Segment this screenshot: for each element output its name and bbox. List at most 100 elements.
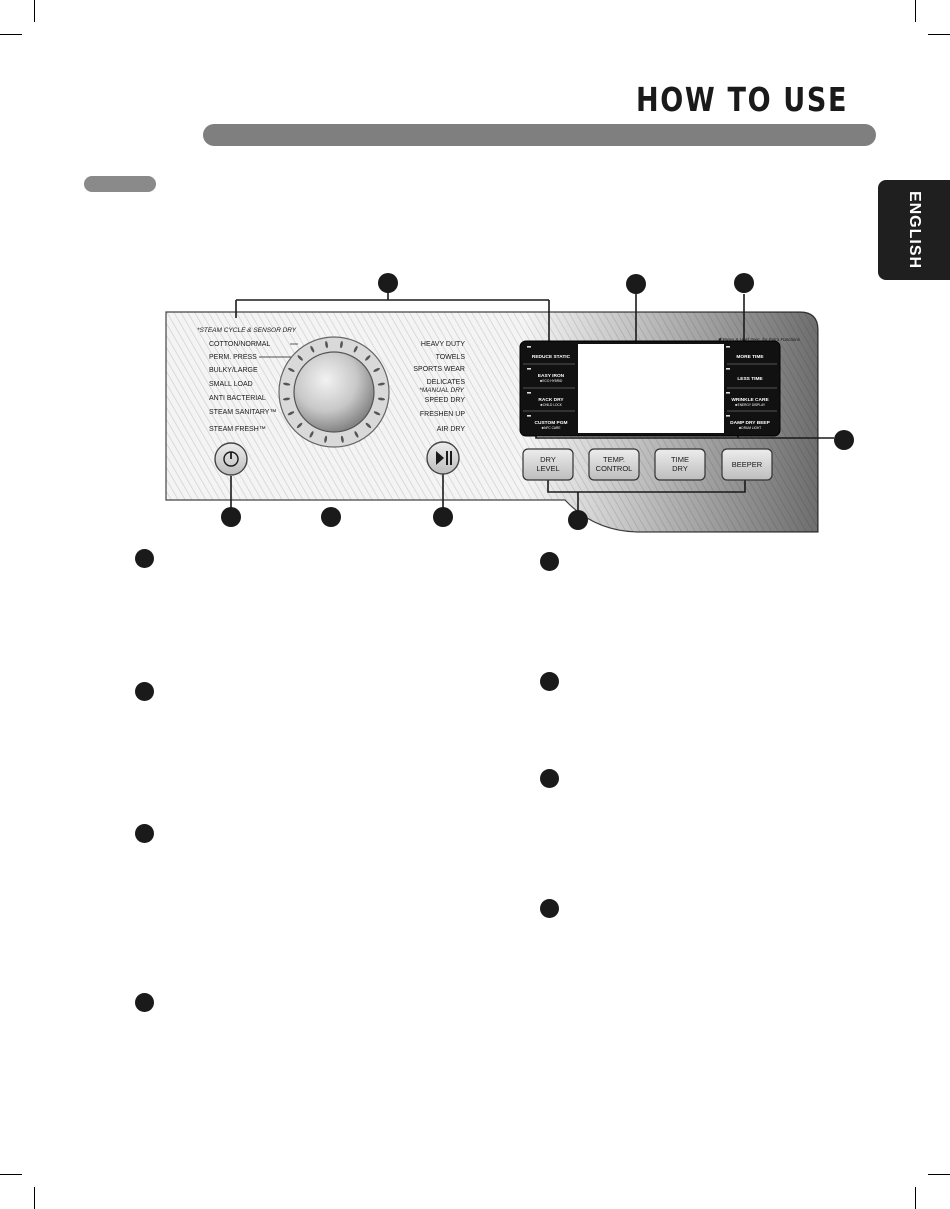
dial-indicator-light <box>287 411 295 416</box>
option-button-label: RACK DRY <box>538 397 564 403</box>
power-icon <box>223 451 239 467</box>
crop-mark <box>928 1174 950 1175</box>
control-button-label: CONTROL <box>596 464 633 473</box>
dial-indicator-light <box>282 397 291 401</box>
cycle-label-right[interactable]: AIR DRY <box>437 426 466 433</box>
description-number-marker <box>135 993 154 1012</box>
option-indicator-light <box>726 415 730 417</box>
option-indicator-light <box>527 392 531 394</box>
dial-indicator-light <box>297 355 303 361</box>
dial-indicator-light <box>310 345 315 353</box>
option-buttons-left: REDUCE STATIC EASY IRON✱ECO HYBRID RACK DR… <box>527 346 571 430</box>
callout-marker <box>568 510 588 530</box>
section-header-bar <box>203 124 876 146</box>
control-panel-diagram: *STEAM CYCLE & SENSOR DRY *MANUAL DRY ✱ … <box>165 273 854 533</box>
control-button-label: DRY <box>540 455 556 464</box>
cycle-label-left[interactable]: STEAM SANITARY™ <box>209 409 276 416</box>
description-number-marker <box>540 552 559 571</box>
crop-mark <box>915 1187 916 1209</box>
play-pause-icon <box>436 451 452 465</box>
description-number-marker <box>540 769 559 788</box>
subsection-pill <box>84 176 156 192</box>
option-button-sublabel: ✱CHILD LOCK <box>540 403 563 407</box>
cycle-label-right[interactable]: TOWELS <box>436 354 466 361</box>
option-button[interactable]: DAMP DRY BEEP✱DRUM LIGHT <box>726 415 771 430</box>
cycle-label-right[interactable]: SPORTS WEAR <box>413 366 465 373</box>
control-button-label: LEVEL <box>536 464 559 473</box>
dial-indicator-ring <box>282 341 386 443</box>
option-button-label: DAMP DRY BEEP <box>730 420 770 426</box>
cycle-label-left[interactable]: BULKY/LARGE <box>209 367 258 374</box>
dial-knob <box>293 351 375 433</box>
cycle-dial[interactable] <box>278 336 390 448</box>
cycle-label-left[interactable]: COTTON/NORMAL <box>209 341 270 348</box>
control-button-label: BEEPER <box>732 460 763 469</box>
dial-indicator-light <box>377 382 385 386</box>
display-screen <box>578 344 724 433</box>
dial-indicator-light <box>325 341 328 349</box>
cycle-label-left[interactable]: SMALL LOAD <box>209 381 253 388</box>
option-button[interactable]: EASY IRON✱ECO HYBRID <box>527 368 565 383</box>
option-button[interactable]: REDUCE STATIC <box>527 346 571 360</box>
cycle-label-left[interactable]: PERM. PRESS <box>209 354 257 361</box>
callout-marker <box>626 274 646 294</box>
dial-indicator-light <box>365 422 372 429</box>
cycle-label-right[interactable]: SPEED DRY <box>425 397 466 404</box>
dial-indicator-light <box>354 431 359 438</box>
cycle-label-left[interactable]: ANTI BACTERIAL <box>209 395 266 402</box>
option-button[interactable]: RACK DRY✱CHILD LOCK <box>527 392 564 407</box>
power-button[interactable] <box>214 442 248 476</box>
option-button-label: WRINKLE CARE <box>731 397 769 403</box>
control-button[interactable]: BEEPER <box>721 448 773 481</box>
crop-mark <box>34 1187 35 1209</box>
cycle-label-right[interactable]: FRESHEN UP <box>420 411 465 418</box>
cycle-label-right[interactable]: HEAVY DUTY <box>421 341 465 348</box>
option-indicator-light <box>726 392 730 394</box>
option-button-sublabel: ✱NFC CARE <box>542 426 561 430</box>
start-pause-button[interactable] <box>426 441 460 475</box>
dial-indicator-light <box>373 367 380 372</box>
callout-marker <box>734 273 754 293</box>
option-button[interactable]: WRINKLE CARE✱ENERGY DISPLAY <box>726 392 769 407</box>
language-tab: ENGLISH <box>878 180 950 280</box>
option-button-label: LESS TIME <box>737 376 763 382</box>
crop-mark <box>928 34 950 35</box>
callout-marker <box>378 273 398 293</box>
control-button-label: TEMP. <box>603 455 625 464</box>
option-button-sublabel: ✱ECO HYBRID <box>540 379 563 383</box>
description-number-marker <box>540 899 559 918</box>
option-button[interactable]: LESS TIME <box>726 368 763 382</box>
option-indicator-light <box>726 346 730 348</box>
option-indicator-light <box>527 368 531 370</box>
option-button-label: EASY IRON <box>538 373 565 379</box>
callout-marker <box>834 430 854 450</box>
cycle-label-left[interactable]: STEAM FRESH™ <box>209 426 266 433</box>
option-button-label: REDUCE STATIC <box>532 354 571 360</box>
crop-mark <box>0 1174 22 1175</box>
option-button-sublabel: ✱DRUM LIGHT <box>739 426 762 430</box>
dial-indicator-light <box>365 355 371 361</box>
description-number-marker <box>540 672 559 691</box>
description-number-marker <box>135 549 154 568</box>
dial-indicator-light <box>296 422 303 429</box>
dial-indicator-light <box>377 397 386 401</box>
crop-mark <box>0 34 22 35</box>
option-button[interactable]: MORE TIME <box>726 346 764 360</box>
control-button-label: TIME <box>671 455 689 464</box>
steam-note: *STEAM CYCLE & SENSOR DRY <box>197 327 297 334</box>
option-button[interactable]: CUSTOM PGM✱NFC CARE <box>527 415 567 430</box>
dial-indicator-light <box>373 411 381 416</box>
option-button-label: MORE TIME <box>736 354 764 360</box>
page-title: HOW TO USE <box>636 80 849 119</box>
option-indicator-light <box>527 415 531 417</box>
dial-indicator-light <box>353 345 358 353</box>
dial-indicator-light <box>340 435 344 443</box>
cycle-label-right[interactable]: DELICATES <box>427 379 466 386</box>
dial-indicator-light <box>340 341 343 349</box>
control-button[interactable]: TEMP.CONTROL <box>588 448 640 481</box>
manual-note: *MANUAL DRY <box>419 387 464 394</box>
control-button-label: DRY <box>672 464 688 473</box>
